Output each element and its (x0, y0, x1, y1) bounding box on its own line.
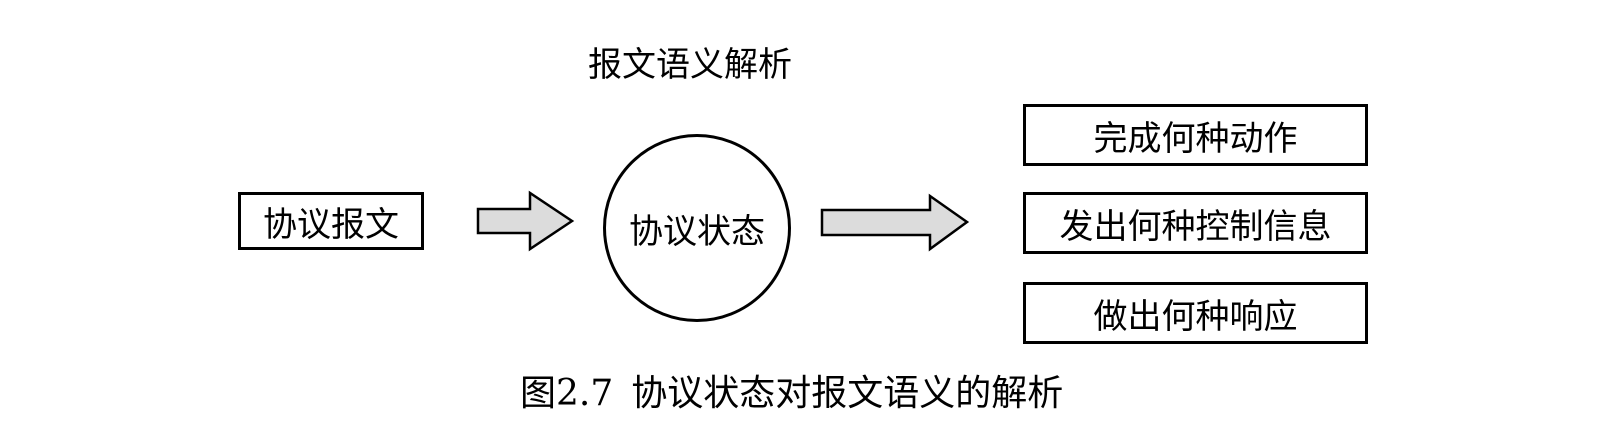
output-box-control-info: 发出何种控制信息 (1023, 192, 1368, 254)
protocol-message-box: 协议报文 (238, 192, 424, 250)
output-control-info-label: 发出何种控制信息 (1059, 206, 1332, 247)
figure-caption: 图2.7 协议状态对报文语义的解析 (520, 376, 1063, 412)
output-box-action: 完成何种动作 (1023, 104, 1368, 166)
figure-caption-text: 协议状态对报文语义的解析 (631, 373, 1064, 414)
semantic-parsing-label: 报文语义解析 (588, 45, 792, 85)
protocol-state-label: 协议状态 (629, 211, 765, 252)
figure-number: 图2.7 (520, 373, 614, 414)
protocol-state-circle: 协议状态 (603, 134, 791, 322)
protocol-message-label: 协议报文 (263, 204, 399, 245)
output-response-label: 做出何种响应 (1093, 296, 1298, 337)
arrow-right-icon (820, 193, 970, 252)
output-box-response: 做出何种响应 (1023, 282, 1368, 344)
arrow-right-icon (476, 190, 575, 252)
output-action-label: 完成何种动作 (1093, 118, 1298, 159)
